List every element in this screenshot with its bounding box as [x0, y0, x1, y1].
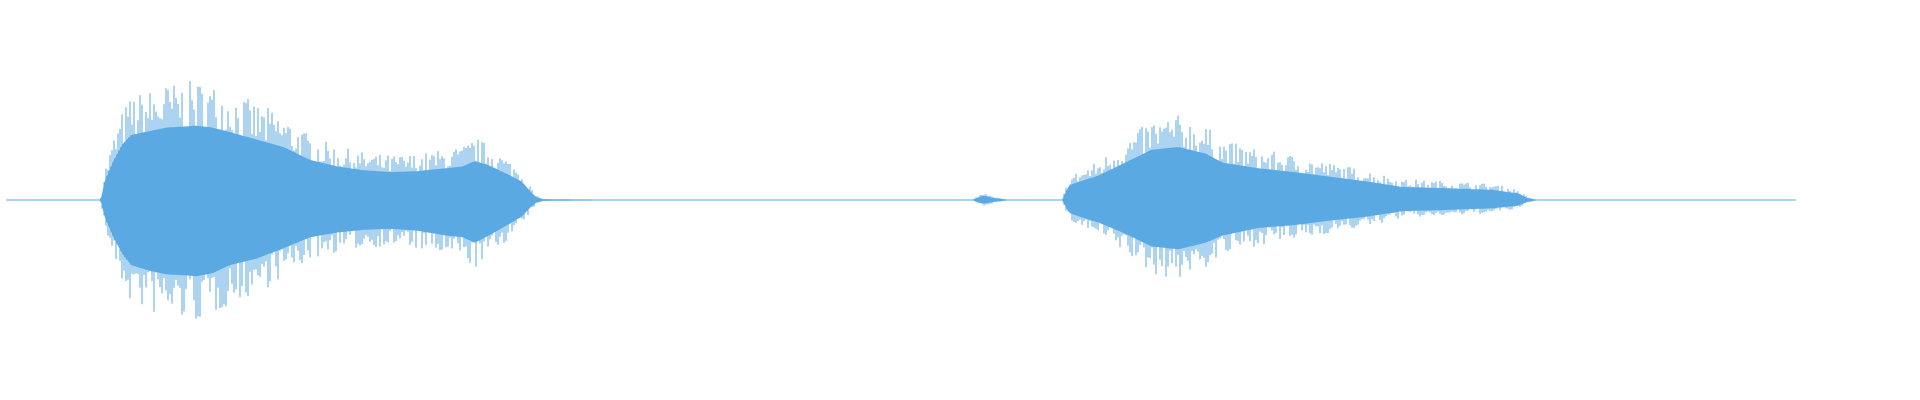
waveform-body	[6, 125, 1796, 277]
